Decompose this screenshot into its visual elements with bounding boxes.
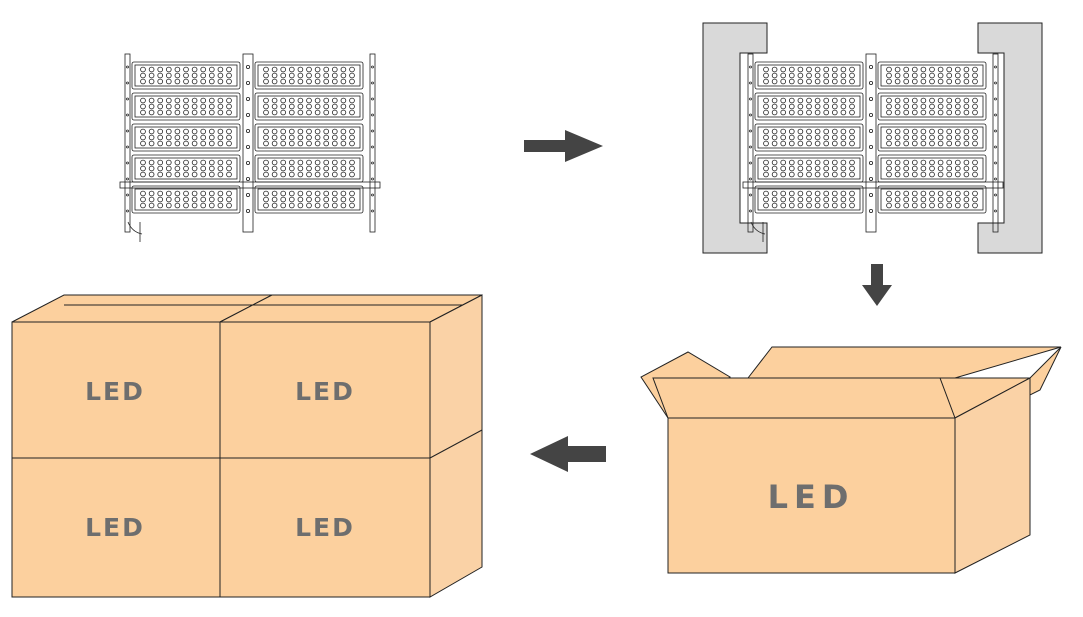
led-module (131, 123, 241, 152)
led-module (131, 61, 241, 90)
led-module (254, 154, 364, 183)
fixture-rail (369, 53, 376, 233)
led-module (877, 61, 987, 90)
led-module (131, 185, 241, 214)
carton-label: LED (295, 377, 355, 406)
carton-front-flap (652, 377, 956, 419)
led-module (131, 154, 241, 183)
fixture-rail (747, 53, 754, 233)
foam-end-cap-right (977, 22, 1043, 254)
led-module (254, 185, 364, 214)
left-arrow (530, 436, 606, 472)
fixture-rail (992, 53, 999, 233)
led-module (754, 92, 864, 121)
foam-end-cap-left (702, 22, 768, 254)
carton-label: LED (768, 478, 855, 516)
led-module (254, 61, 364, 90)
fixture-rail (242, 53, 254, 233)
carton-label: LED (295, 513, 355, 542)
carton-front (11, 321, 221, 459)
led-module (754, 185, 864, 214)
carton-back-flap (746, 346, 1062, 379)
fixture-rail (124, 53, 131, 233)
carton-side (429, 294, 483, 598)
carton-front (219, 321, 431, 459)
fixture-packed-in-foam (702, 22, 1043, 254)
led-module (254, 123, 364, 152)
carton-front (667, 417, 956, 574)
carton-label: LED (85, 513, 145, 542)
carton-front (219, 457, 431, 598)
carton-side (954, 377, 1031, 574)
led-module (877, 92, 987, 121)
led-module (131, 92, 241, 121)
carton-label: LED (85, 377, 145, 406)
open-carton: LED (640, 346, 1062, 574)
carton-front (11, 457, 221, 598)
fixture-rail (865, 53, 877, 233)
right-arrow (524, 130, 603, 162)
led-module (754, 123, 864, 152)
led-module (254, 92, 364, 121)
led-module (877, 123, 987, 152)
led-module (754, 154, 864, 183)
led-module (754, 61, 864, 90)
led-flood-fixture (742, 53, 1004, 242)
led-module (877, 185, 987, 214)
led-flood-fixture (119, 53, 381, 242)
led-module (877, 154, 987, 183)
down-arrow (862, 264, 892, 306)
stacked-cartons: LED LED LED LED (11, 294, 483, 598)
